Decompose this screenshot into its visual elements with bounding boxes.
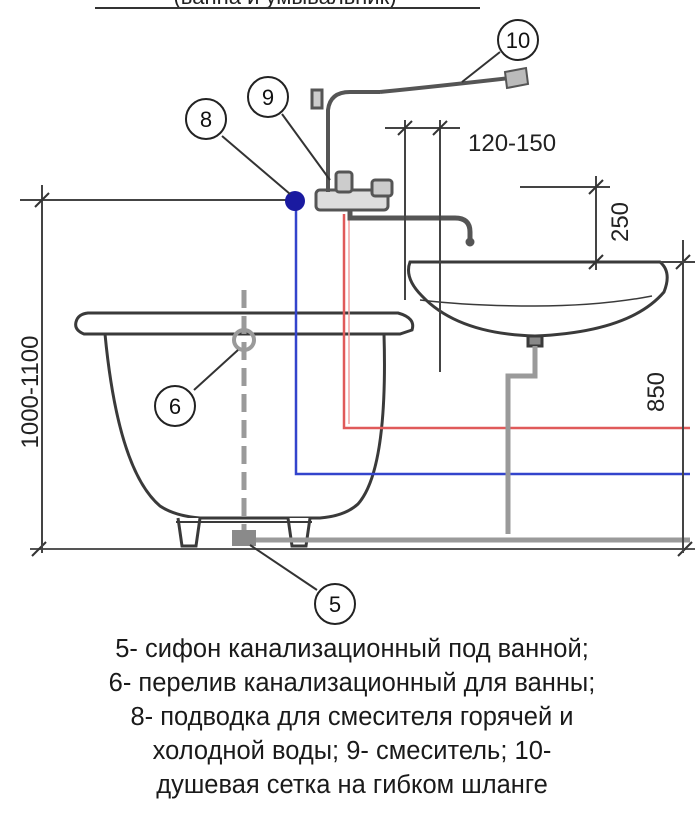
faucet-spout [347,210,473,242]
bathtub-foot-left [176,517,202,548]
callout-10-circle [497,19,539,61]
legend-line: 8- подводка для смесителя горячей и [130,703,574,731]
callout-9-circle [247,76,289,118]
callout-6-leader [193,349,239,391]
callout-5-label: 5 [329,592,341,617]
dim-faucet-offset: 120-150 [468,130,556,157]
mixer-handle-left [334,170,354,194]
legend-line: 5- сифон канализационный под ванной; [115,635,589,663]
mixer-handle-right [370,178,394,198]
callout-10-label: 10 [506,28,530,53]
floor-tick-left [31,541,47,557]
shower-riser [326,90,380,192]
callout-9-leader [281,113,331,181]
callout-8-label: 8 [200,107,212,132]
basin-drain [526,334,544,348]
dim-faucet-tick-r [432,120,448,136]
mixer-faucet [310,76,511,247]
shower-holder [310,88,324,110]
dim-sink-height: 850 [643,372,670,412]
basin-bowl [407,260,669,338]
basin-inner [419,295,653,307]
siphon [232,530,256,546]
legend-line: душевая сетка на гибком шланге [156,771,548,799]
bathtub-rim [74,311,415,336]
callout-6-circle [154,385,196,427]
callout-5-leader [249,544,318,591]
dim-above-sink-tick-bottom [588,254,604,270]
hot-water-pipe [342,214,690,430]
shower-head [503,66,530,90]
callout-10-leader [461,51,501,83]
water-connector [285,191,305,211]
cold-water-pipe [294,210,690,476]
legend: 5- сифон канализационный под ванной; 6- … [22,632,682,802]
dim-overall-height: 1000-1100 [17,336,44,449]
dim-faucet-tick-l [397,120,413,136]
basin-trap [505,346,538,534]
faucet-aerator [465,237,475,247]
dim-left-top-tick [34,192,50,208]
bathtub-body [103,333,386,520]
callout-5-circle [314,583,356,625]
callout-6-label: 6 [169,394,181,419]
callout-9-label: 9 [262,85,274,110]
shower-hose [379,76,511,94]
dim-above-sink: 250 [607,202,634,242]
dim-above-sink-tick-top [588,179,604,195]
header-title-partial: (ванна и умывальник) [173,0,396,9]
legend-line: холодной воды; 9- смеситель; 10- [152,737,552,765]
plumbing-diagram: (ванна и умывальник) 1000-1100 [17,0,695,625]
floor-tick-right [677,541,693,557]
wash-basin [407,260,669,348]
legend-line: 6- перелив канализационный для ванны; [108,669,596,697]
callout-8-leader [221,135,291,195]
callout-8-circle [185,98,227,140]
